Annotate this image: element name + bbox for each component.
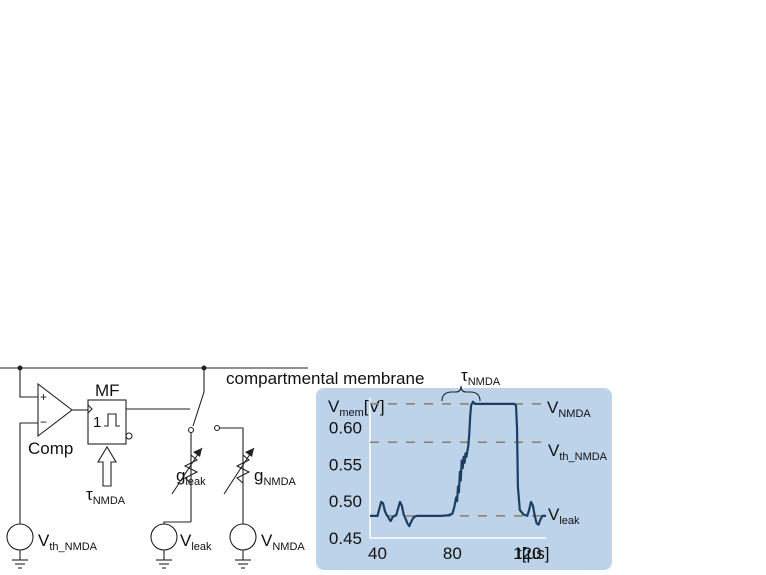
right-label-vnmda: VNMDA bbox=[547, 398, 591, 420]
g-nmda-variable-arrow bbox=[223, 447, 255, 495]
ground-icon bbox=[156, 550, 172, 569]
x-tick-label: 40 bbox=[368, 544, 387, 563]
comp-label: Comp bbox=[28, 439, 73, 458]
g-nmda-label: gNMDA bbox=[254, 466, 297, 488]
right-label-vleak: Vleak bbox=[548, 505, 580, 527]
switch-blade bbox=[192, 391, 205, 427]
ground-icon bbox=[235, 550, 251, 569]
switch-contact-nmda bbox=[213, 424, 221, 432]
g-leak-resistor bbox=[183, 454, 199, 484]
nmda-branch-wire bbox=[219, 427, 244, 522]
vmem-trace bbox=[370, 400, 546, 528]
x-tick-label: 80 bbox=[443, 544, 462, 563]
mf-inverted-output bbox=[125, 432, 133, 440]
g-leak-variable-arrow bbox=[171, 447, 203, 495]
tau-input-arrow-icon bbox=[97, 445, 117, 487]
v-nmda-source-icon bbox=[229, 523, 257, 551]
mf-block bbox=[87, 399, 127, 445]
g-nmda-resistor bbox=[235, 454, 251, 484]
comparator-symbol bbox=[37, 382, 73, 438]
tau-brace bbox=[441, 385, 481, 402]
plot-top-tau-label: τNMDA bbox=[461, 366, 501, 388]
plot-ticks: 0.45 0.50 0.55 0.60 40 80 120 bbox=[329, 418, 542, 563]
plot-axes bbox=[369, 398, 546, 539]
membrane-label: compartmental membrane bbox=[226, 369, 424, 388]
g-leak-label: gleak bbox=[176, 466, 206, 488]
g-nmda-arrowhead-icon bbox=[245, 448, 254, 457]
ground-icon bbox=[12, 550, 28, 569]
g-leak-arrowhead-icon bbox=[193, 448, 202, 457]
mf-label: MF bbox=[95, 381, 120, 400]
y-tick-label: 0.60 bbox=[329, 418, 362, 437]
comparator-plus-wire bbox=[19, 368, 38, 398]
comparator-minus: − bbox=[40, 415, 47, 429]
voltage-plot: τNMDA Vmem[V] 0.45 0.50 0.55 0.60 40 80 120 t[… bbox=[316, 366, 612, 570]
y-tick-label: 0.55 bbox=[329, 455, 362, 474]
v-th-source-icon bbox=[6, 523, 34, 551]
plot-ylabel: Vmem[V] bbox=[328, 397, 385, 419]
plot-xlabel: t[µs] bbox=[517, 544, 549, 563]
y-tick-label: 0.45 bbox=[329, 529, 362, 548]
mf-pulse-icon bbox=[104, 413, 120, 427]
x-tick-label: 120 bbox=[513, 544, 541, 563]
tau-input-label: τNMDA bbox=[86, 485, 126, 507]
comparator-plus: + bbox=[40, 390, 47, 404]
mf-clock-marker bbox=[87, 404, 93, 414]
mf-one: 1 bbox=[93, 414, 101, 431]
v-nmda-label: VNMDA bbox=[261, 531, 305, 553]
switch-contact-leak bbox=[187, 426, 195, 434]
right-label-vth: Vth_NMDA bbox=[548, 441, 608, 463]
v-th-label: Vth_NMDA bbox=[38, 531, 98, 553]
circuit-schematic: compartmental membrane + − Comp MF 1 τNM… bbox=[0, 365, 424, 569]
leak-to-source-wire bbox=[163, 521, 191, 524]
plot-series bbox=[370, 400, 546, 528]
y-tick-label: 0.50 bbox=[329, 492, 362, 511]
v-leak-source-icon bbox=[150, 523, 178, 551]
v-leak-label: Vleak bbox=[180, 531, 212, 553]
